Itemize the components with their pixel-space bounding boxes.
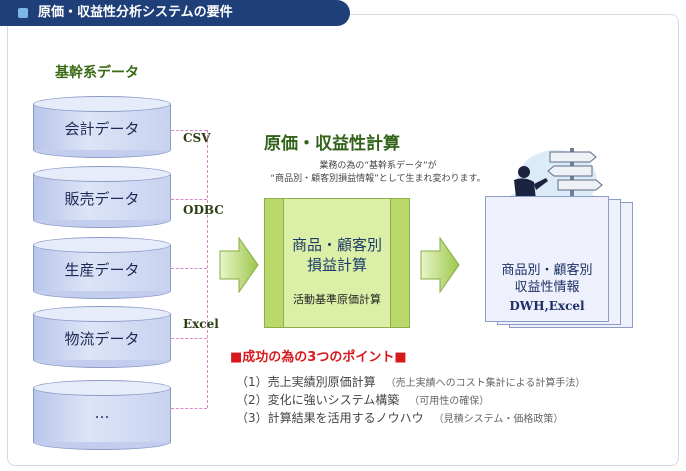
database-sales: 販売データ — [33, 166, 171, 228]
connector-label-excel: Excel — [183, 317, 219, 331]
point-main: （1）売上実績別原価計算 — [236, 375, 376, 389]
connector-line — [171, 130, 207, 131]
connector-line — [207, 130, 208, 408]
database-accounting: 会計データ — [33, 96, 171, 158]
process-note-line: 業務の為の“基幹系データ”が — [319, 161, 437, 171]
page-title: 原価・収益性分析システムの要件 — [38, 5, 233, 20]
point-item: （3）計算結果を活用するノウハウ （見積システム・価格政策） — [236, 409, 563, 426]
connector-line — [171, 268, 207, 269]
connector-label-odbc: ODBC — [183, 203, 224, 217]
process-note-line: “商品別・顧客別損益情報”として生まれ変わります。 — [270, 174, 486, 184]
point-sub: （見積システム・価格政策） — [433, 414, 564, 425]
process-box-line: 損益計算 — [306, 256, 367, 274]
sources-title: 基幹系データ — [55, 65, 139, 81]
output-line: 商品別・顧客別 — [501, 263, 593, 278]
point-item: （1）売上実績別原価計算 （売上実績へのコスト集計による計算手法） — [236, 373, 585, 390]
database-label: … — [94, 404, 110, 422]
database-label: 生産データ — [64, 261, 140, 279]
connector-line — [171, 199, 207, 200]
process-box-line: 商品・顧客別 — [291, 236, 382, 254]
database-label: 販売データ — [64, 190, 140, 208]
arrow-right-icon — [219, 237, 259, 293]
point-main: （3）計算結果を活用するノウハウ — [236, 411, 424, 425]
arrow-right-icon — [420, 237, 460, 293]
process-note: 業務の為の“基幹系データ”が “商品別・顧客別損益情報”として生まれ変わります。 — [258, 160, 498, 186]
database-production: 生産データ — [33, 237, 171, 299]
points-heading: ■成功の為の3つのポイント■ — [230, 350, 407, 365]
output-documents: 商品別・顧客別 収益性情報 DWH,Excel — [485, 196, 635, 336]
point-sub: （売上実績へのコスト集計による計算手法） — [385, 378, 586, 389]
database-label: 会計データ — [64, 120, 140, 138]
connector-line — [171, 408, 207, 409]
header-bullet-icon — [18, 8, 28, 18]
point-sub: （可用性の確保） — [409, 396, 490, 407]
database-more: … — [33, 380, 171, 450]
process-box-sub: 活動基準原価計算 — [293, 293, 381, 306]
process-box: 商品・顧客別 損益計算 活動基準原価計算 — [264, 198, 410, 328]
database-label: 物流データ — [64, 330, 140, 348]
point-item: （2）変化に強いシステム構築 （可用性の確保） — [236, 391, 489, 408]
header-tab: 原価・収益性分析システムの要件 — [0, 0, 350, 26]
database-logistics: 物流データ — [33, 306, 171, 368]
process-title: 原価・収益性計算 — [264, 134, 400, 154]
point-main: （2）変化に強いシステム構築 — [236, 393, 400, 407]
connector-label-csv: CSV — [183, 131, 211, 145]
connector-line — [171, 338, 207, 339]
output-format: DWH,Excel — [509, 299, 585, 313]
document-sheet — [485, 196, 609, 322]
output-line: 収益性情報 — [514, 280, 580, 295]
